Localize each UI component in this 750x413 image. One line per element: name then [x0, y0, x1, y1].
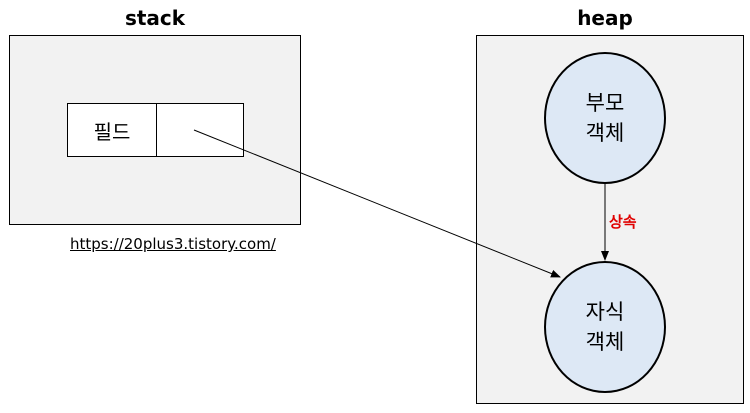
field-label: 필드 — [68, 104, 157, 156]
source-url-link[interactable]: https://20plus3.tistory.com/ — [70, 235, 276, 253]
inheritance-label: 상속 — [609, 213, 637, 231]
field-box: 필드 — [67, 103, 244, 157]
reference-arrow — [193, 129, 561, 278]
parent-object-node: 부모 객체 — [544, 52, 666, 184]
stack-region — [9, 35, 301, 225]
child-object-node: 자식 객체 — [544, 261, 666, 393]
child-node-line2: 객체 — [585, 330, 625, 354]
heap-title: heap — [577, 6, 633, 30]
child-node-line1: 자식 — [585, 300, 625, 324]
stack-title: stack — [124, 6, 186, 30]
parent-node-line1: 부모 — [585, 91, 625, 115]
parent-node-line2: 객체 — [585, 121, 625, 145]
